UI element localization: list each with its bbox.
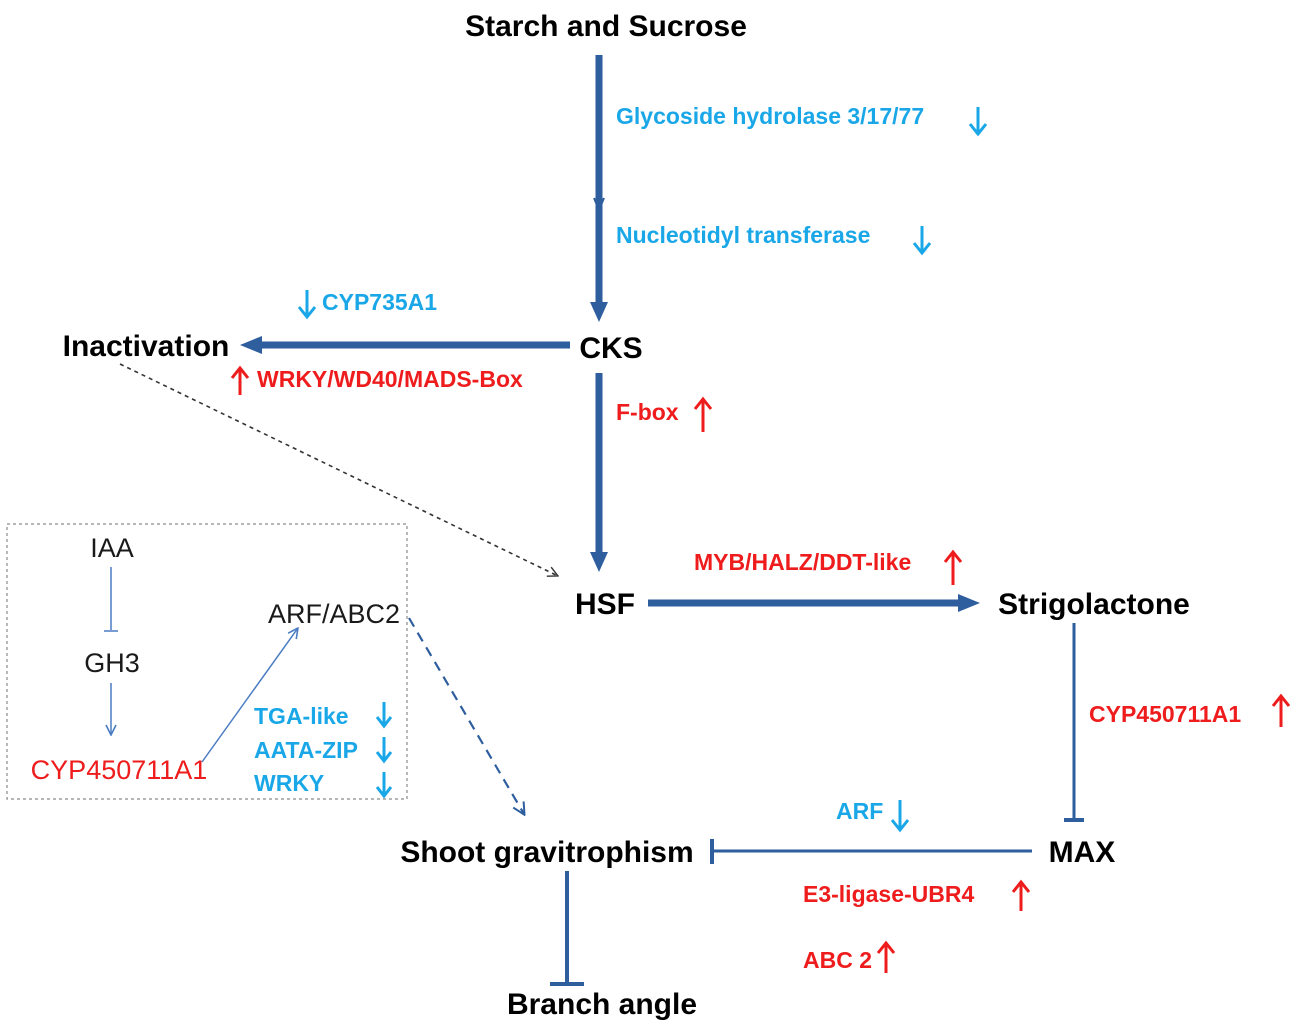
arrow-cyp-to-arfabc2 xyxy=(201,628,298,763)
node-branch-angle: Branch angle xyxy=(507,988,697,1021)
down-arrow-icon xyxy=(375,702,393,729)
label-myb-halz-ddt: MYB/HALZ/DDT-like xyxy=(694,549,911,575)
inset-aata-zip: AATA-ZIP xyxy=(254,737,358,763)
node-hsf: HSF xyxy=(575,588,635,621)
inhibit-iaa-to-gh3 xyxy=(104,567,118,632)
inset-box xyxy=(6,523,408,800)
down-arrow-icon xyxy=(912,226,932,256)
label-glycoside-hydrolase: Glycoside hydrolase 3/17/77 xyxy=(616,103,924,129)
up-arrow-icon xyxy=(1271,693,1291,727)
up-arrow-icon xyxy=(693,396,713,432)
arrow-starch-to-cks xyxy=(590,55,608,322)
up-arrow-icon xyxy=(230,365,250,395)
up-arrow-icon xyxy=(943,549,963,585)
inset-iaa: IAA xyxy=(90,533,134,563)
label-e3-ligase: E3-ligase-UBR4 xyxy=(803,881,974,907)
inhibit-shoot-to-branch xyxy=(550,871,584,986)
inhibit-strigolactone-to-max xyxy=(1064,623,1084,822)
down-arrow-icon xyxy=(375,772,393,799)
inset-cyp450711a1: CYP450711A1 xyxy=(31,755,208,785)
inset-tga-like: TGA-like xyxy=(254,703,349,729)
arrow-cks-to-inactivation xyxy=(240,336,570,354)
dotted-arrow-inactivation-to-hsf xyxy=(119,363,558,576)
label-nucleotidyl-transferase: Nucleotidyl transferase xyxy=(616,222,870,248)
label-abc2: ABC 2 xyxy=(803,947,872,973)
inset-arf-abc2: ARF/ABC2 xyxy=(268,599,400,629)
down-arrow-icon xyxy=(297,290,317,320)
label-wrky-wd40-mads: WRKY/WD40/MADS-Box xyxy=(257,366,523,392)
dashed-arrow-arfabc2-to-shoot xyxy=(408,617,524,814)
node-strigolactone: Strigolactone xyxy=(998,588,1190,621)
label-f-box: F-box xyxy=(616,399,679,425)
down-arrow-icon xyxy=(890,800,910,833)
inset-wrky: WRKY xyxy=(254,770,324,796)
node-max: MAX xyxy=(1049,836,1116,869)
down-arrow-icon xyxy=(968,107,988,137)
up-arrow-icon xyxy=(1011,879,1031,911)
arrow-hsf-to-strigolactone xyxy=(648,594,980,612)
node-cks: CKS xyxy=(579,332,642,365)
inset-gh3: GH3 xyxy=(84,648,140,678)
node-shoot-gravitrophism: Shoot gravitrophism xyxy=(400,836,693,869)
up-arrow-icon xyxy=(876,940,896,973)
node-starch-sucrose: Starch and Sucrose xyxy=(465,10,747,43)
label-arf: ARF xyxy=(836,798,883,824)
down-arrow-icon xyxy=(375,737,393,764)
label-cyp450711a1-right: CYP450711A1 xyxy=(1089,701,1241,727)
inhibit-max-to-shoot xyxy=(710,839,1032,864)
arrow-cks-to-hsf xyxy=(590,373,608,572)
label-cyp735a1: CYP735A1 xyxy=(322,289,437,315)
node-inactivation: Inactivation xyxy=(63,330,230,363)
